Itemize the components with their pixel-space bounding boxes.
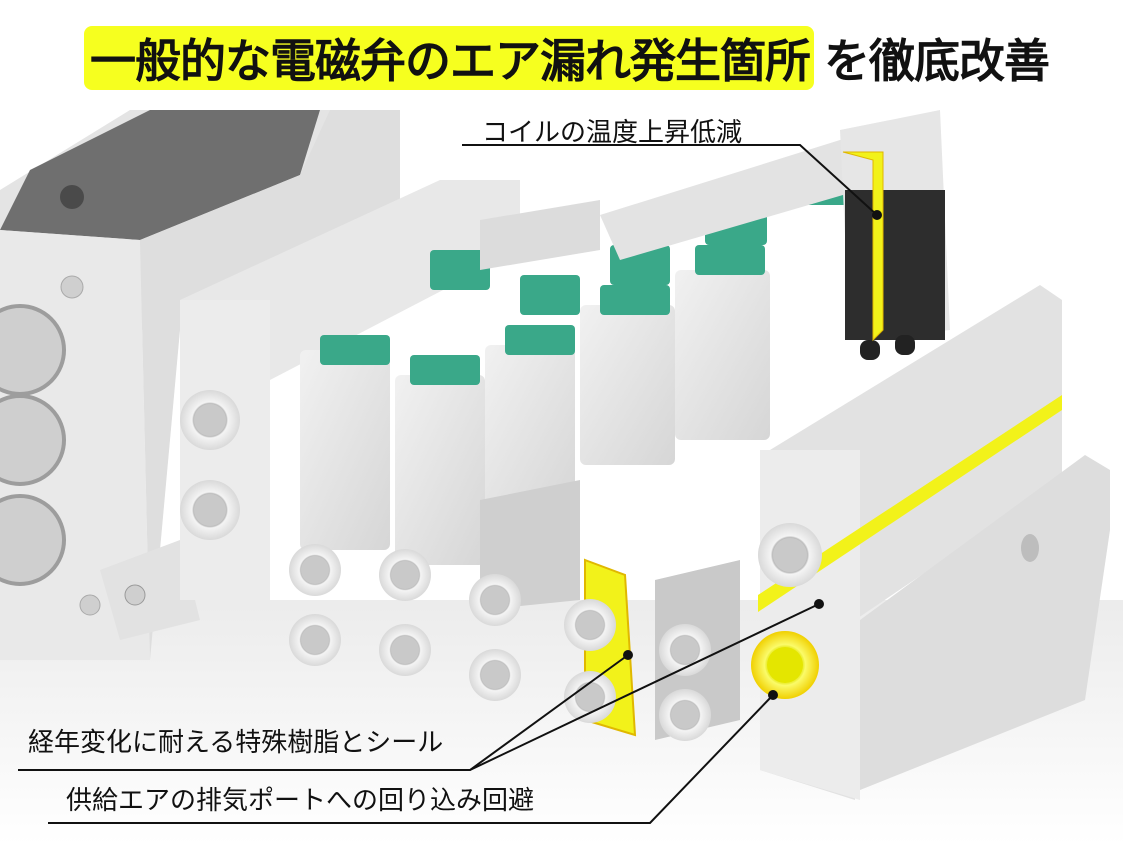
leader-lines — [18, 144, 878, 824]
valve-front-1 — [289, 335, 390, 666]
leader-coil — [462, 144, 878, 216]
title-rest: を徹底改善 — [824, 34, 1050, 88]
title-highlight: 一般的な電磁弁のエア漏れ発生箇所 — [84, 26, 814, 90]
valve-front-4 — [564, 285, 675, 737]
highlight-coil — [842, 151, 884, 342]
callout-resin-label: 経年変化に耐える特殊樹脂とシール — [28, 728, 444, 758]
valve-front-5 — [655, 245, 770, 741]
callout-coil-label: コイルの温度上昇低減 — [482, 118, 743, 148]
leader-supply — [48, 694, 774, 824]
valve-row-back — [430, 110, 950, 360]
leader-resin-b — [469, 603, 820, 771]
callout-supply-label: 供給エアの排気ポートへの回り込み回避 — [66, 786, 535, 816]
page-title: 一般的な電磁弁のエア漏れ発生箇所 を徹底改善 — [84, 26, 1050, 90]
end-plate-right — [751, 285, 1110, 800]
leader-dots — [623, 210, 882, 700]
valve-front-2 — [379, 355, 485, 676]
valve-front-3 — [469, 325, 580, 701]
